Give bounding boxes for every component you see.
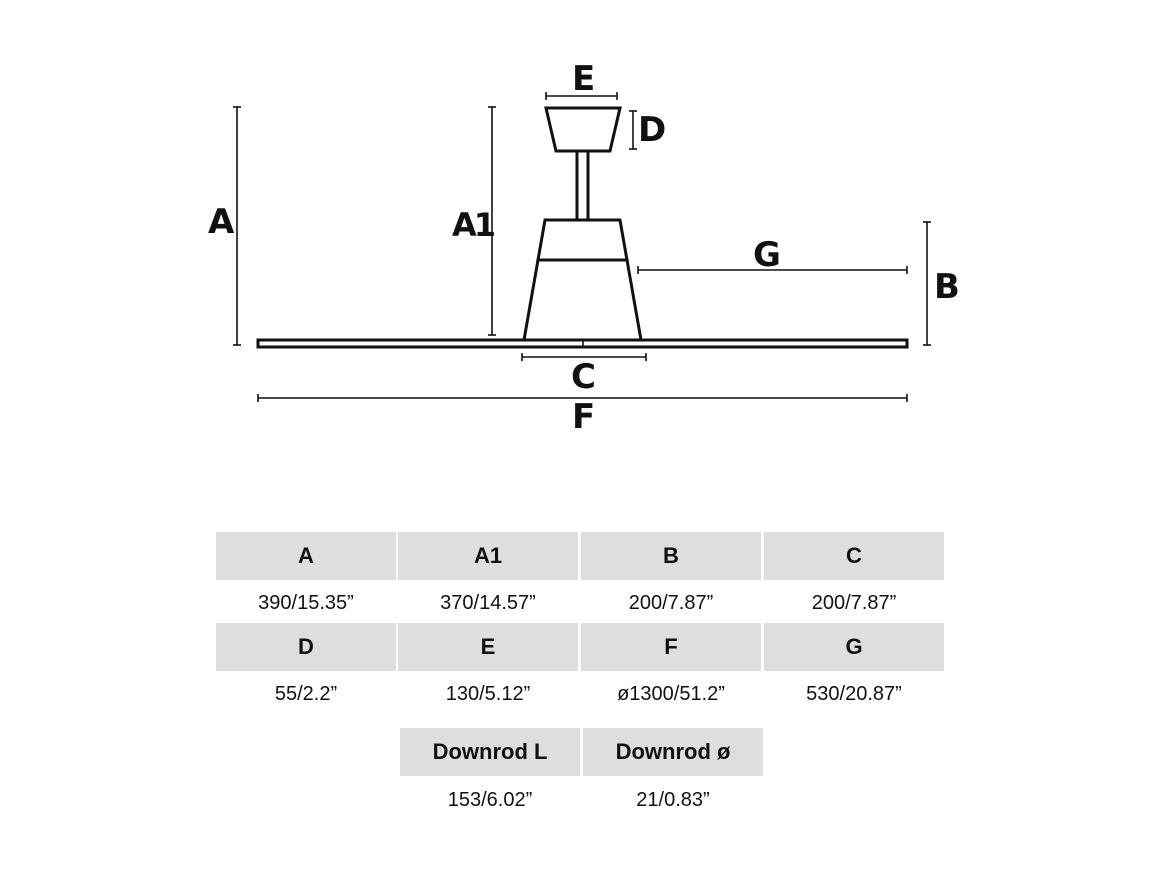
table-header-b: B [581,532,761,580]
table-header-a1: A1 [398,532,578,580]
dimension-label-e: E [572,59,595,99]
dimension-e: E [545,59,618,100]
table-header-e: E [398,623,578,671]
table-value-d: 55/2.2” [274,682,338,705]
table-value-f: ø1300/51.2” [617,682,725,705]
table-header-downrod-length: Downrod L [400,728,580,776]
table-value-b: 200/7.87” [628,591,714,614]
table-header-g: G [764,623,944,671]
downrod [575,149,590,222]
table-value-c: 200/7.87” [811,591,897,614]
dimension-label-b: B [934,267,960,307]
table-header-d: D [216,623,396,671]
dimension-label-a: A [208,202,235,242]
table-value-downrod-length: 153/6.02” [447,788,533,811]
table-value-e: 130/5.12” [445,682,531,705]
motor-housing-top [536,218,629,262]
dimension-a: A [208,106,241,346]
table-value-downrod-diameter: 21/0.83” [636,788,710,811]
table-header-downrod-diameter: Downrod ø [583,728,763,776]
table-header-c: C [764,532,944,580]
table-value-a: 390/15.35” [258,591,354,614]
ceiling-canopy [544,106,622,153]
dimension-g: G [637,235,908,275]
table-value-g: 530/20.87” [806,682,902,705]
dimension-label-g: G [753,235,781,275]
motor-housing-bottom [522,258,643,342]
dimension-label-d: D [638,110,666,150]
table-header-a: A [216,532,396,580]
table-value-a1: 370/14.57” [440,591,536,614]
dimension-f: F [257,394,908,437]
dimension-label-a1: A1 [452,206,495,244]
dimension-b: B [923,221,960,346]
table-header-f: F [581,623,761,671]
dimension-label-c: C [571,357,596,397]
dimension-c: C [521,353,647,397]
dimension-label-f: F [572,397,595,437]
dimension-d: D [629,110,666,150]
dimension-a1: A1 [452,106,498,336]
fan-dimension-diagram: A A1 E D G B C [208,59,960,437]
